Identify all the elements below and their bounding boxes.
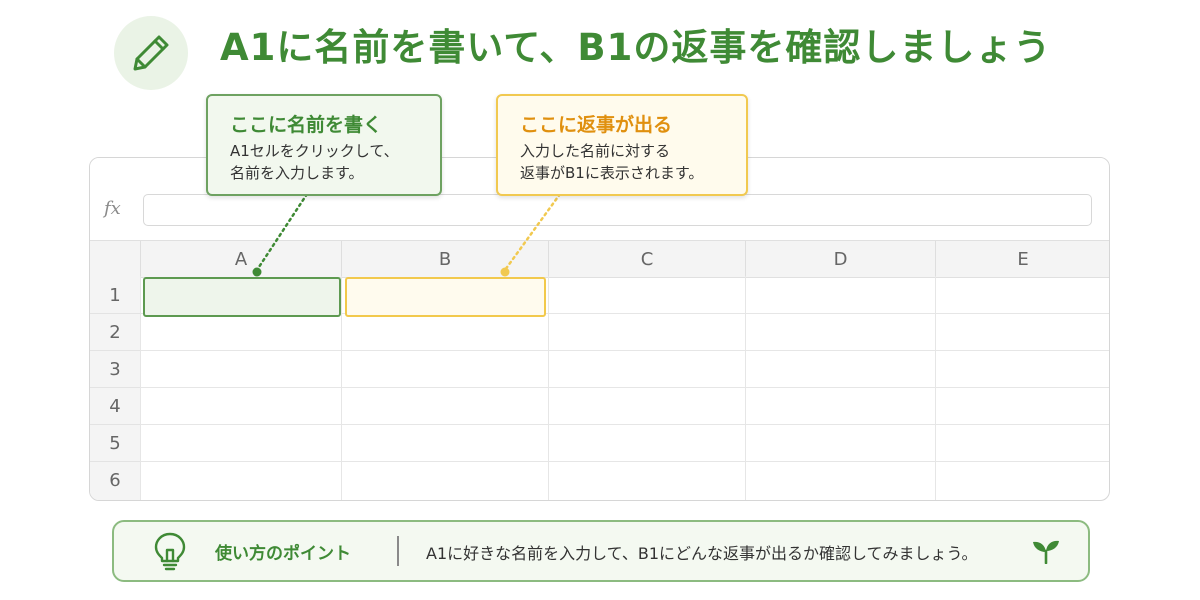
reply-callout-line2: 返事がB1に表示されます。 [520,164,704,182]
name-callout-line2: 名前を入力します。 [230,164,364,182]
tip-box: 使い方のポイント A1に好きな名前を入力して、B1にどんな返事が出るか確認してみ… [112,520,1090,582]
spreadsheet: fx A B C D E 1 2 3 4 5 6 [89,157,1110,501]
column-header-row: A B C D E [90,240,1109,278]
tip-divider [397,536,399,566]
fx-label: fx [104,198,121,219]
column-header-a[interactable]: A [140,241,341,277]
pencil-icon [114,16,188,90]
cell-b1[interactable] [345,277,546,317]
row-divider [140,350,1109,351]
row-header-5[interactable]: 5 [90,425,140,462]
row-divider [140,424,1109,425]
row-divider [140,313,1109,314]
name-callout-line1: A1セルをクリックして、 [230,142,399,160]
column-divider [341,276,342,500]
header: A1に名前を書いて、B1の返事を確認しましょう [0,0,1200,92]
column-divider [140,276,141,500]
name-callout-body: A1セルをクリックして、 名前を入力します。 [230,140,399,184]
lightbulb-icon [154,532,186,571]
formula-input[interactable] [143,194,1092,226]
name-callout: ここに名前を書く A1セルをクリックして、 名前を入力します。 [206,94,442,196]
row-divider [140,461,1109,462]
row-header-1[interactable]: 1 [90,277,140,314]
column-header-d[interactable]: D [745,241,935,277]
column-header-e[interactable]: E [935,241,1109,277]
column-divider [745,276,746,500]
reply-callout-line1: 入力した名前に対する [520,142,671,160]
column-header-b[interactable]: B [341,241,548,277]
row-divider [140,387,1109,388]
tip-label: 使い方のポイント [215,544,351,564]
page-title: A1に名前を書いて、B1の返事を確認しましょう [220,26,1052,69]
tip-text: A1に好きな名前を入力して、B1にどんな返事が出るか確認してみましょう。 [426,544,978,563]
reply-callout-title: ここに返事が出る [520,114,673,136]
column-header-c[interactable]: C [548,241,745,277]
row-header-6[interactable]: 6 [90,462,140,500]
row-header-4[interactable]: 4 [90,388,140,425]
name-callout-title: ここに名前を書く [230,114,383,136]
column-divider [548,276,549,500]
sprout-icon [1033,540,1059,564]
row-header-2[interactable]: 2 [90,314,140,351]
row-header-3[interactable]: 3 [90,351,140,388]
reply-callout-body: 入力した名前に対する 返事がB1に表示されます。 [520,140,703,184]
column-divider [935,276,936,500]
reply-callout: ここに返事が出る 入力した名前に対する 返事がB1に表示されます。 [496,94,748,196]
cell-a1[interactable] [143,277,341,317]
